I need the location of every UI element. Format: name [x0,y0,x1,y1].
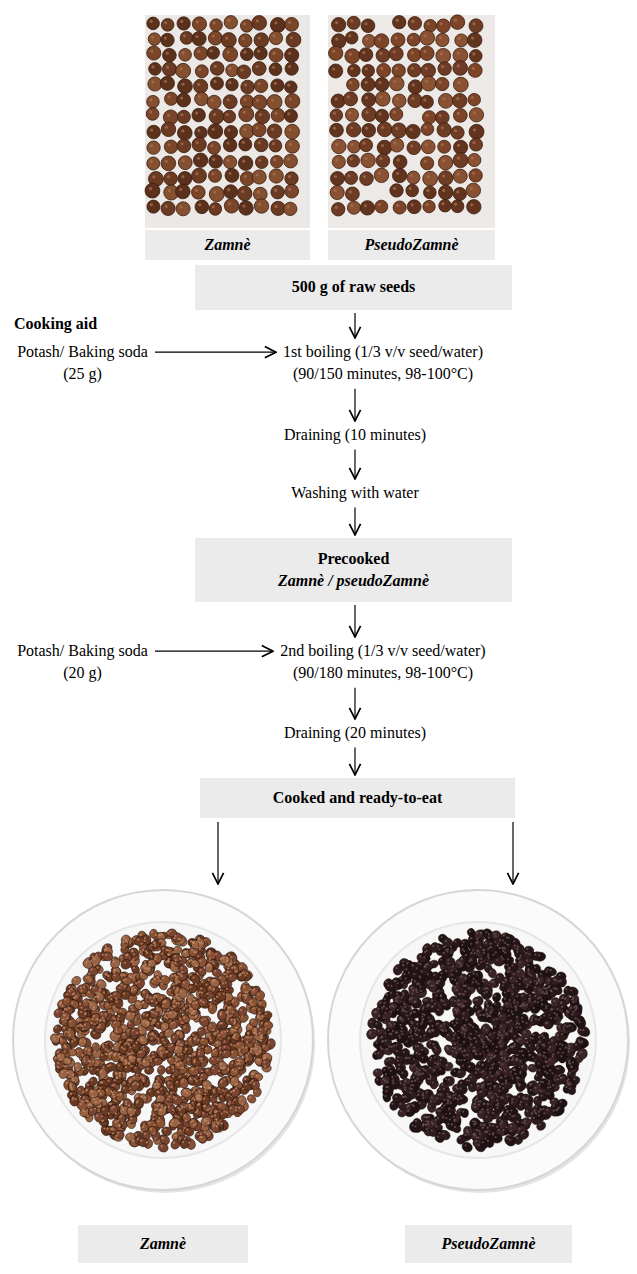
page-stage: ZamnèPseudoZamnè500 g of raw seedsPotash… [0,0,637,1274]
